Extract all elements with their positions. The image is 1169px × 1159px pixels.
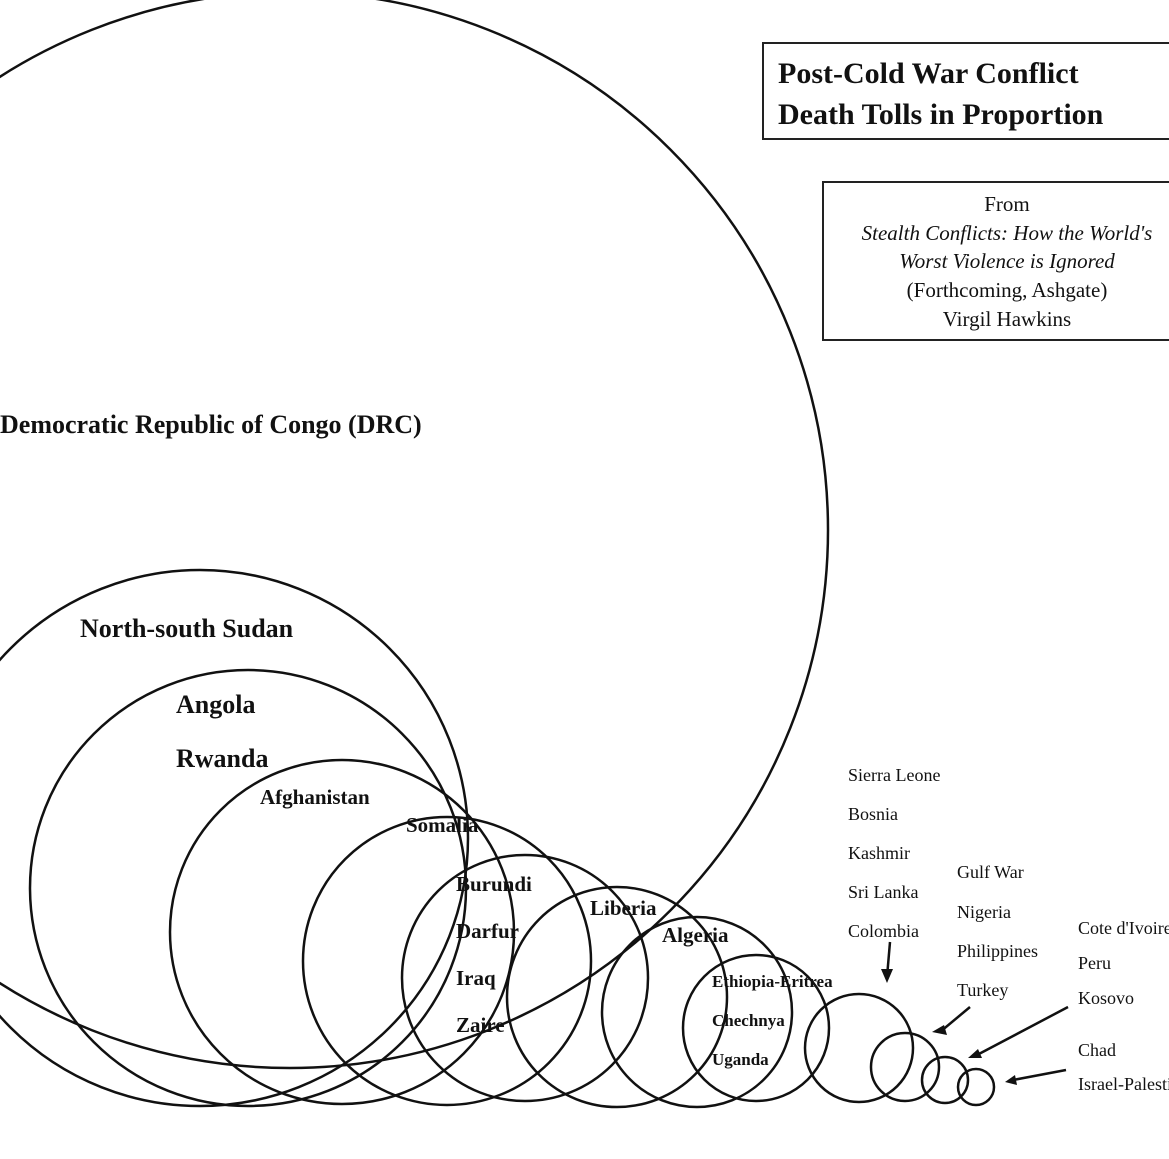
label-kosovo: Kosovo [1078,988,1135,1008]
circle-cote-divoire-group [920,1055,970,1105]
label-israel-palestine: Israel-Palestine [1078,1074,1169,1094]
label-gulf-war: Gulf War [957,862,1024,882]
label-drc: Democratic Republic of Congo (DRC) [0,410,422,439]
circle-angola-rwanda [28,668,468,1108]
label-darfur: Darfur [456,919,519,943]
label-angola: Angola [176,690,256,719]
arrow-chad-group [1005,1068,1067,1085]
label-cote-divoire: Cote d'Ivoire [1078,918,1169,938]
source-author: Virgil Hawkins [942,307,1072,331]
circle-somalia [301,815,593,1107]
label-zaire: Zaire [456,1013,505,1037]
label-iraq: Iraq [456,966,496,990]
source-from: From [984,192,1030,216]
arrow-sierra-leone-group [881,941,893,983]
circle-liberia [505,885,729,1109]
label-uganda: Uganda [712,1050,769,1069]
label-rwanda: Rwanda [176,744,269,773]
label-ethiopia-eritrea: Ethiopia-Eritrea [712,972,833,991]
circle-algeria [600,915,794,1109]
circle-afghanistan [168,758,516,1106]
source-book-title-2: Worst Violence is Ignored [899,249,1115,273]
title-line-2: Death Tolls in Proportion [778,98,1104,131]
circle-ethiopia-group [681,953,831,1103]
source-book-title-1: Stealth Conflicts: How the World's [861,221,1153,245]
label-sri-lanka: Sri Lanka [848,882,919,902]
label-chad: Chad [1078,1040,1116,1060]
circle-drc [0,0,830,1070]
label-bosnia: Bosnia [848,804,899,824]
source-publisher: (Forthcoming, Ashgate) [906,278,1108,302]
arrow-cote-divoire-group [968,1005,1069,1058]
label-algeria: Algeria [662,923,729,947]
circle-burundi-group [400,853,650,1103]
label-sierra-leone: Sierra Leone [848,765,941,785]
label-north-south-sudan: North-south Sudan [80,614,294,643]
label-somalia: Somalia [406,813,479,837]
label-kashmir: Kashmir [848,843,910,863]
label-chechnya: Chechnya [712,1011,785,1030]
label-colombia: Colombia [848,921,919,941]
circle-chad-group [956,1067,996,1107]
title-line-1: Post-Cold War Conflict [778,57,1079,90]
circle-sudan [0,568,470,1108]
arrow-gulf-war-group [932,1006,971,1035]
label-philippines: Philippines [957,941,1039,961]
circle-sierra-leone-group [803,992,915,1104]
label-burundi: Burundi [456,872,532,896]
label-liberia: Liberia [590,896,657,920]
label-peru: Peru [1078,953,1111,973]
circle-gulf-war-group [869,1031,941,1103]
label-afghanistan: Afghanistan [260,785,370,809]
label-turkey: Turkey [957,980,1009,1000]
title-box: Post-Cold War Conflict Death Tolls in Pr… [762,42,1169,140]
label-nigeria: Nigeria [957,902,1011,922]
source-box: From Stealth Conflicts: How the World's … [822,181,1169,341]
